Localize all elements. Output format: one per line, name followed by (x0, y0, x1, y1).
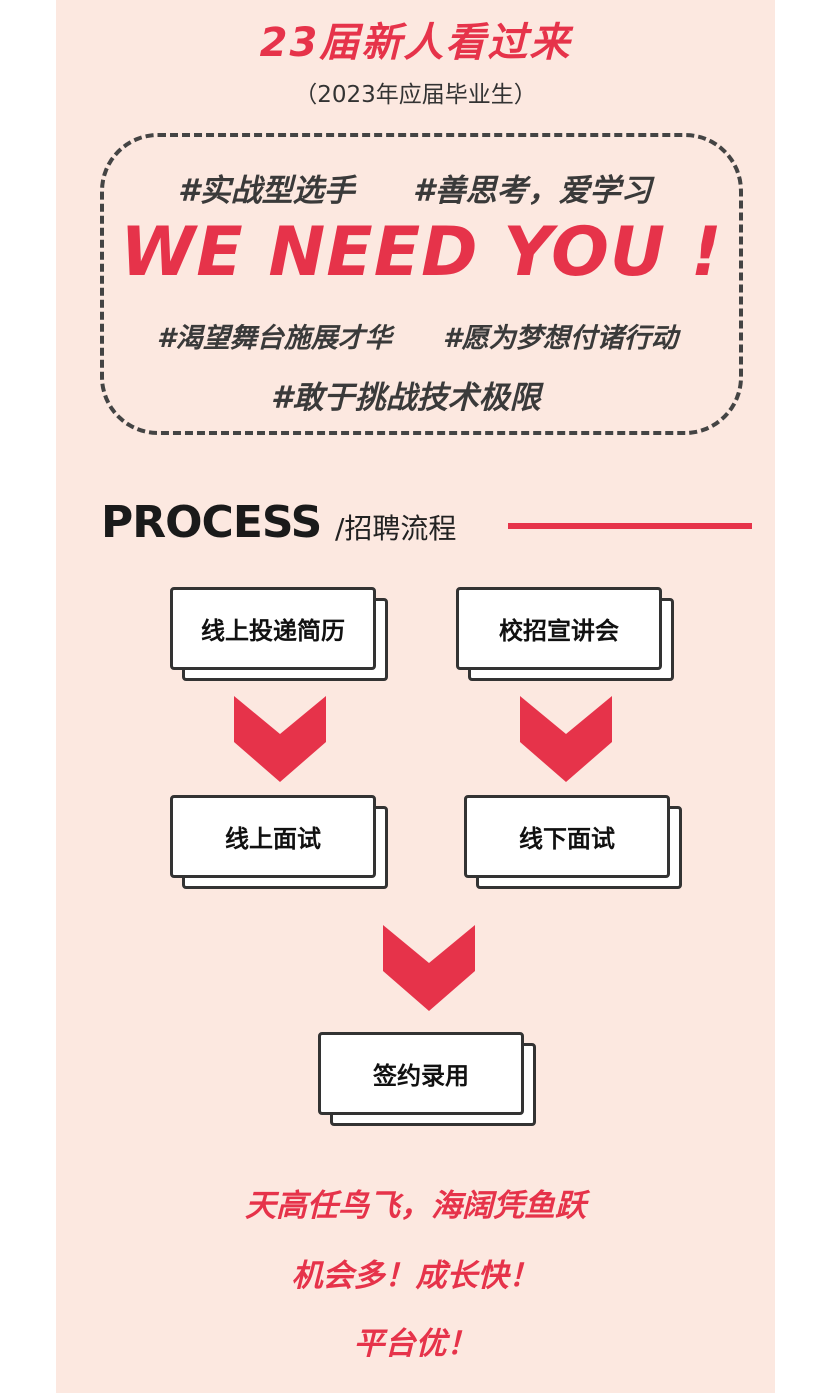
step-label: 线上投递简历 (170, 587, 376, 670)
process-divider (508, 523, 752, 529)
step-offline-interview: 线下面试 (464, 795, 682, 889)
slogan-line-1: 天高任鸟飞，海阔凭鱼跃 (245, 1188, 586, 1224)
slogan-line-3: 平台优！ (353, 1326, 478, 1362)
headline: 23届新人看过来 (259, 20, 572, 66)
chevron-down-icon (383, 925, 475, 1011)
step-label: 线下面试 (464, 795, 670, 878)
process-subtitle: /招聘流程 (335, 512, 457, 545)
tag-challenge: #敢于挑战技术极限 (271, 380, 541, 416)
tag-thinking: #善思考，爱学习 (413, 173, 652, 209)
subheadline: （2023年应届毕业生） (294, 82, 537, 108)
chevron-down-icon (234, 696, 326, 782)
dashed-frame (100, 133, 743, 435)
step-online-interview: 线上面试 (170, 795, 388, 889)
process-title: PROCESS (101, 497, 322, 548)
step-sign: 签约录用 (318, 1032, 536, 1126)
chevron-down-icon (520, 696, 612, 782)
step-label: 校招宣讲会 (456, 587, 662, 670)
step-campus-talk: 校招宣讲会 (456, 587, 674, 681)
step-label: 签约录用 (318, 1032, 524, 1115)
slogan-line-2: 机会多！成长快！ (291, 1258, 540, 1294)
tag-dream: #愿为梦想付诸行动 (443, 323, 678, 354)
poster-panel (56, 0, 775, 1393)
we-need-you-banner: WE NEED YOU ! (120, 213, 723, 292)
tag-practical: #实战型选手 (178, 173, 355, 209)
step-label: 线上面试 (170, 795, 376, 878)
tag-stage: #渴望舞台施展才华 (157, 323, 392, 354)
step-online-apply: 线上投递简历 (170, 587, 388, 681)
